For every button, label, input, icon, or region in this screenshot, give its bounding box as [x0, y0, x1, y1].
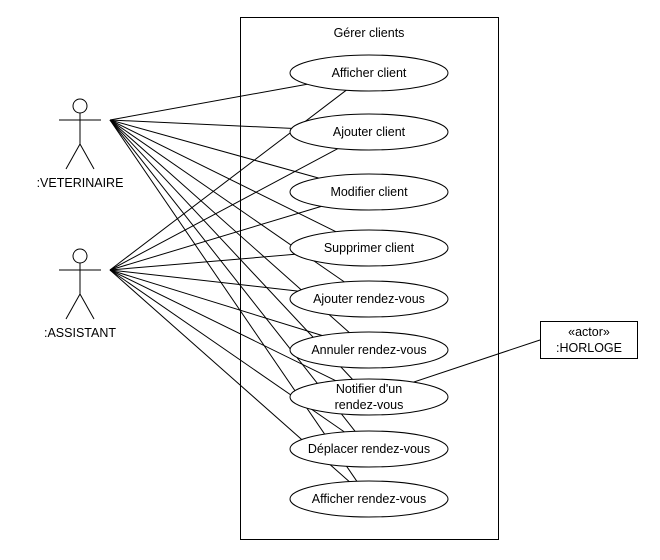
use-case-ellipse [289, 378, 449, 416]
use-case-uc7[interactable]: Notifier d'un rendez-vous [289, 378, 449, 416]
use-case-ellipse [289, 280, 449, 318]
use-case-label: Déplacer rendez-vous [308, 442, 430, 456]
actor-stereotype: «actor» [568, 325, 610, 339]
use-case-label: Notifier d'un [336, 382, 402, 396]
use-case-label: Afficher rendez-vous [312, 492, 426, 506]
association-assistant-uc7 [109, 269, 336, 382]
association-veterinaire-uc3 [109, 119, 320, 179]
actor-label: :VETERINAIRE [37, 176, 124, 190]
use-case-ellipse [289, 430, 449, 468]
use-case-uc9[interactable]: Afficher rendez-vous [289, 480, 449, 518]
association-horloge-uc7 [413, 339, 541, 383]
actor-label: :ASSISTANT [44, 326, 116, 340]
use-case-label: rendez-vous [335, 398, 404, 412]
association-assistant-uc4 [109, 253, 296, 271]
actor-assistant[interactable]: :ASSISTANT [44, 248, 116, 340]
system-title: Gérer clients [334, 26, 405, 40]
use-case-label: Supprimer client [324, 241, 415, 255]
association-assistant-uc3 [109, 205, 322, 271]
association-assistant-uc1 [109, 89, 347, 271]
use-case-ellipse [289, 480, 449, 518]
use-case-label: Annuler rendez-vous [311, 343, 426, 357]
use-case-ellipse [289, 229, 449, 267]
actor-box [540, 321, 638, 359]
use-case-label: Modifier client [330, 185, 408, 199]
system-boundary: Gérer clients [240, 17, 499, 540]
association-assistant-uc5 [109, 269, 299, 292]
actor-horloge[interactable]: «actor» :HORLOGE [540, 321, 638, 359]
stick-figure-icon [59, 248, 101, 320]
use-case-uc5[interactable]: Ajouter rendez-vous [289, 280, 449, 318]
association-veterinaire-uc8 [109, 119, 356, 432]
actor-label: :HORLOGE [556, 341, 622, 355]
use-case-uc8[interactable]: Déplacer rendez-vous [289, 430, 449, 468]
association-veterinaire-uc2 [109, 119, 292, 129]
use-case-uc3[interactable]: Modifier client [289, 173, 449, 211]
use-case-ellipse [289, 54, 449, 92]
use-case-uc6[interactable]: Annuler rendez-vous [289, 331, 449, 369]
association-veterinaire-uc1 [109, 83, 308, 121]
use-case-uc2[interactable]: Ajouter client [289, 113, 449, 151]
use-case-ellipse [289, 331, 449, 369]
association-assistant-uc6 [109, 269, 323, 336]
use-case-uc1[interactable]: Afficher client [289, 54, 449, 92]
stick-figure-icon [59, 98, 101, 170]
system-boundary-box [240, 17, 499, 540]
association-veterinaire-uc7 [109, 119, 353, 380]
associations [109, 83, 541, 482]
association-assistant-uc2 [109, 148, 339, 271]
use-case-uc4[interactable]: Supprimer client [289, 229, 449, 267]
use-case-ellipse [289, 173, 449, 211]
use-case-ellipse [289, 113, 449, 151]
use-case-label: Ajouter client [333, 125, 406, 139]
use-case-label: Ajouter rendez-vous [313, 292, 425, 306]
use-case-label: Afficher client [332, 66, 407, 80]
actor-veterinaire[interactable]: :VETERINAIRE [37, 98, 124, 190]
association-veterinaire-uc9 [109, 119, 358, 482]
